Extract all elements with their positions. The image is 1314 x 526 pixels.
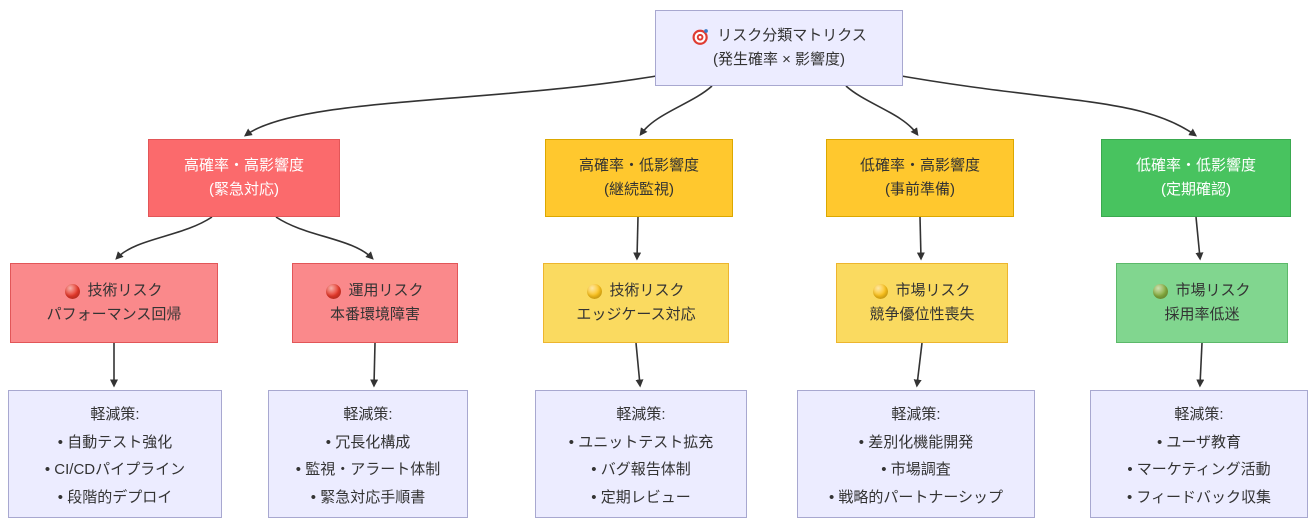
node-subtitle: (定期確認) <box>1161 181 1231 198</box>
edge-risk-to-mitigation-5 <box>1196 342 1205 388</box>
edge-quadrant-to-risk-competitive <box>916 216 925 261</box>
node-title: 低確率・低影響度 <box>1135 157 1256 174</box>
node-title: 技術リスク <box>609 282 685 299</box>
risk-title-row: 運用リスク <box>326 279 424 303</box>
edge-quadrant-to-risk-performance <box>115 216 213 260</box>
mitigation-item: • 自動テスト強化 <box>57 433 173 451</box>
mitigation-node-edgecase: 軽減策: • ユニットテスト拡充 • バグ報告体制 • 定期レビュー <box>535 390 747 518</box>
node-title: 市場リスク <box>895 282 971 299</box>
node-title: 低確率・高影響度 <box>859 157 980 174</box>
mitigation-item: • ユーザ教育 <box>1156 433 1242 451</box>
risk-node-technical-edgecase: 技術リスク エッジケース対応 <box>543 263 729 343</box>
mitigation-item: • ユニットテスト拡充 <box>568 433 714 451</box>
node-subtitle: エッジケース対応 <box>576 306 696 323</box>
edge-quadrant-to-risk-edgecase <box>633 216 642 261</box>
target-icon <box>692 28 709 45</box>
root-title: リスク分類マトリクス <box>717 27 867 44</box>
risk-node-market-competitive: 市場リスク 競争優位性喪失 <box>836 263 1008 343</box>
yellow-circle-icon <box>873 283 889 299</box>
root-node-title-row: リスク分類マトリクス <box>691 24 867 48</box>
mitigation-heading: 軽減策: <box>343 406 393 423</box>
edge-root-to-quadrant-high-high <box>243 73 669 137</box>
risk-title-row: 技術リスク <box>587 279 685 303</box>
mitigation-node-competitive: 軽減策: • 差別化機能開発 • 市場調査 • 戦略的パートナーシップ <box>797 390 1035 518</box>
mitigation-item: • 緊急対応手順書 <box>310 488 426 506</box>
node-title: 技術リスク <box>87 282 163 299</box>
mitigation-item: • 冗長化構成 <box>325 433 411 451</box>
node-subtitle: 本番環境障害 <box>329 306 420 323</box>
red-circle-icon <box>65 283 81 299</box>
mitigation-heading: 軽減策: <box>616 406 666 423</box>
mitigation-item: • 定期レビュー <box>591 488 691 506</box>
edge-risk-to-mitigation-3 <box>635 342 644 388</box>
node-subtitle: (事前準備) <box>885 181 955 198</box>
node-subtitle: パフォーマンス回帰 <box>46 306 182 323</box>
root-subtitle: (発生確率 × 影響度) <box>712 51 846 68</box>
risk-node-market-adoption: 市場リスク 採用率低迷 <box>1116 263 1288 343</box>
node-title: 高確率・低影響度 <box>578 157 699 174</box>
edge-quadrant-to-risk-operational <box>275 216 374 260</box>
yellow-circle-icon <box>587 283 603 299</box>
risk-title-row: 市場リスク <box>873 279 971 303</box>
mitigation-node-performance: 軽減策: • 自動テスト強化 • CI/CDパイプライン • 段階的デプロイ <box>8 390 222 518</box>
node-title: 運用リスク <box>348 282 424 299</box>
mitigation-heading: 軽減策: <box>891 406 941 423</box>
edge-root-to-quadrant-high-low <box>639 85 713 137</box>
mitigation-item: • 市場調査 <box>881 461 951 478</box>
mitigation-heading: 軽減策: <box>1174 406 1224 423</box>
mitigation-item: • フィードバック収集 <box>1126 488 1272 506</box>
node-subtitle: (緊急対応) <box>209 181 279 198</box>
mitigation-item: • 監視・アラート体制 <box>295 461 441 478</box>
mitigation-item: • マーケティング活動 <box>1127 461 1271 478</box>
mitigation-node-operational: 軽減策: • 冗長化構成 • 監視・アラート体制 • 緊急対応手順書 <box>268 390 468 518</box>
node-title: 市場リスク <box>1175 282 1251 299</box>
root-node: リスク分類マトリクス (発生確率 × 影響度) <box>655 10 903 86</box>
quadrant-node-high-high: 高確率・高影響度 (緊急対応) <box>148 139 340 217</box>
edge-risk-to-mitigation-4 <box>913 342 923 388</box>
mitigation-item: • CI/CDパイプライン <box>44 461 186 478</box>
risk-title-row: 技術リスク <box>65 279 163 303</box>
edge-quadrant-to-risk-adoption <box>1195 216 1204 261</box>
edge-root-to-quadrant-low-low <box>889 73 1198 137</box>
mitigation-item: • バグ報告体制 <box>591 461 691 478</box>
node-subtitle: 採用率低迷 <box>1164 306 1240 323</box>
red-circle-icon <box>326 283 342 299</box>
green-circle-icon <box>1153 283 1169 299</box>
quadrant-node-low-high: 低確率・高影響度 (事前準備) <box>826 139 1014 217</box>
mitigation-item: • 差別化機能開発 <box>858 433 974 451</box>
node-subtitle: (継続監視) <box>604 181 674 198</box>
quadrant-node-low-low: 低確率・低影響度 (定期確認) <box>1101 139 1291 217</box>
risk-node-technical-performance: 技術リスク パフォーマンス回帰 <box>10 263 218 343</box>
risk-node-operational: 運用リスク 本番環境障害 <box>292 263 458 343</box>
risk-title-row: 市場リスク <box>1153 279 1251 303</box>
quadrant-node-high-low: 高確率・低影響度 (継続監視) <box>545 139 733 217</box>
mitigation-item: • 段階的デプロイ <box>57 488 173 506</box>
edge-risk-to-mitigation-2 <box>370 342 379 388</box>
node-title: 高確率・高影響度 <box>183 157 304 174</box>
edge-root-to-quadrant-low-high <box>845 85 919 137</box>
mitigation-node-adoption: 軽減策: • ユーザ教育 • マーケティング活動 • フィードバック収集 <box>1090 390 1308 518</box>
node-subtitle: 競争優位性喪失 <box>869 306 975 323</box>
mitigation-item: • 戦略的パートナーシップ <box>828 488 1004 506</box>
mitigation-heading: 軽減策: <box>90 406 140 423</box>
